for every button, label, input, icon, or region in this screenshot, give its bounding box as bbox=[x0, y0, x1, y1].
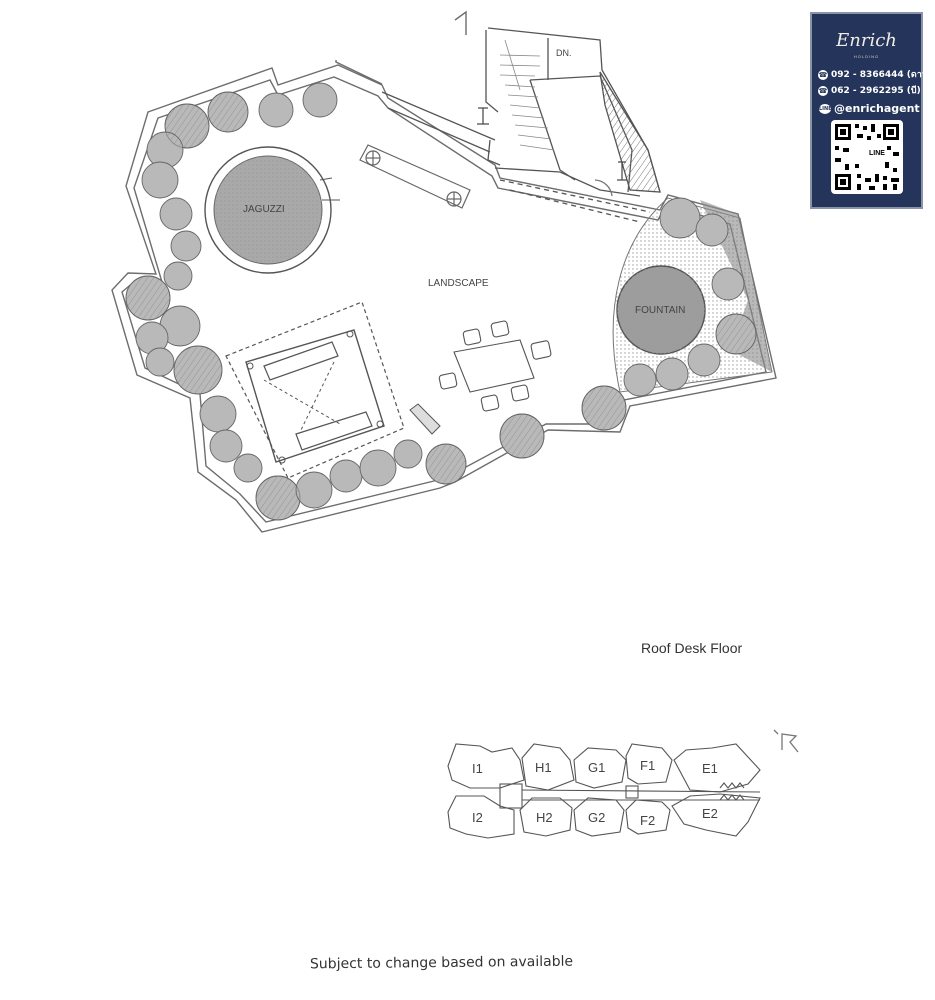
phone-text: 062 - 2962295 (บี) bbox=[831, 86, 921, 96]
unit-label: G1 bbox=[588, 760, 605, 775]
north-arrow-icon bbox=[773, 729, 799, 753]
stairs-label: DN. bbox=[556, 48, 572, 58]
floor-title: Roof Desk Floor bbox=[641, 640, 743, 656]
landscape-label: LANDSCAPE bbox=[428, 278, 489, 289]
phone-number[interactable]: ☎092 - 8366444 (ดาว) bbox=[818, 67, 931, 81]
key-plan-labels: I1 H1 G1 F1 E1 I2 H2 G2 F2 E2 bbox=[472, 758, 718, 828]
phone-number[interactable]: ☎062 - 2962295 (บี) bbox=[818, 83, 921, 97]
fountain-label: FOUNTAIN bbox=[635, 305, 685, 316]
unit-label: H2 bbox=[536, 810, 553, 825]
unit-label: I2 bbox=[472, 810, 483, 825]
unit-label: G2 bbox=[588, 810, 605, 825]
pergola bbox=[225, 301, 441, 479]
trees bbox=[125, 82, 757, 521]
line-id[interactable]: LINE@enrichagent bbox=[819, 102, 920, 115]
unit-label: H1 bbox=[535, 760, 552, 775]
stair-core bbox=[381, 27, 661, 223]
qr-label: LINE bbox=[868, 150, 886, 157]
jacuzzi bbox=[204, 146, 340, 274]
column-markers bbox=[477, 107, 627, 181]
disclaimer-note: Subject to change based on available bbox=[309, 953, 574, 973]
phone-icon: ☎ bbox=[818, 69, 828, 80]
unit-label: F1 bbox=[640, 758, 655, 773]
unit-label: F2 bbox=[640, 813, 655, 828]
line-qr-code[interactable]: LINE bbox=[831, 120, 903, 194]
phone-text: 092 - 8366444 (ดาว) bbox=[831, 70, 931, 80]
jacuzzi-label: JAGUZZI bbox=[243, 204, 285, 215]
unit-label: E1 bbox=[702, 761, 718, 776]
line-id-text: @enrichagent bbox=[834, 102, 920, 115]
unit-label: E2 bbox=[702, 806, 718, 821]
brand-subtitle: HOLDING bbox=[853, 54, 880, 59]
key-plan bbox=[447, 743, 761, 839]
qr-code-icon bbox=[835, 124, 899, 190]
dining-set bbox=[438, 320, 552, 412]
unit-label: I1 bbox=[472, 761, 483, 776]
lounger bbox=[359, 144, 471, 209]
phone-icon: ☎ bbox=[818, 85, 828, 96]
agent-contact-badge: Enrich HOLDING ☎092 - 8366444 (ดาว) ☎062… bbox=[810, 12, 931, 209]
brand-logo: Enrich bbox=[836, 30, 897, 51]
line-icon: LINE bbox=[819, 104, 832, 114]
